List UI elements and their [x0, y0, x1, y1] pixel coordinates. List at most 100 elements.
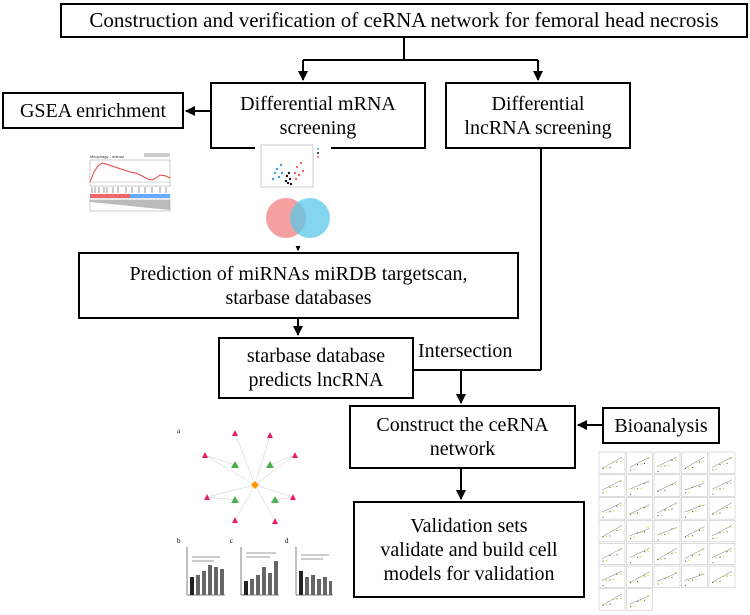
mini-plot-frame [598, 451, 626, 474]
mini-plot-point [640, 463, 642, 465]
mini-plot-point [667, 533, 670, 535]
mini-plot-point [605, 579, 608, 582]
mini-plot-point [691, 579, 694, 581]
mini-plot-point [712, 493, 714, 495]
mini-plot-frame [708, 474, 736, 497]
mini-plot-frame [653, 497, 681, 520]
mini-plot-point [719, 580, 721, 583]
mini-plot-point [612, 598, 615, 600]
mini-plot-point [674, 527, 677, 529]
mini-plot-point [729, 482, 732, 484]
mini-plot-point [657, 470, 659, 473]
mini-plot-point [609, 603, 611, 605]
mini-plot-point [674, 483, 677, 485]
mini-plot-point [612, 461, 615, 464]
mini-plot-point [729, 457, 732, 460]
mini-plot-point [698, 529, 701, 531]
mini-plot-point [715, 488, 718, 490]
mini-plot-point [667, 464, 670, 467]
mini-plot-point [719, 512, 721, 514]
mini-plot-point [722, 531, 725, 533]
mini-plot-point [640, 507, 642, 509]
mini-plot-point [643, 551, 646, 553]
mini-plot-trend-line [629, 547, 650, 558]
mini-plot-point [729, 574, 732, 577]
mini-plot-point [605, 511, 608, 513]
mini-plot-point [667, 484, 670, 486]
mini-plot-frame [681, 474, 708, 497]
mini-plot-frame [598, 542, 626, 565]
mini-plot-point [647, 574, 649, 577]
mini-plot-frame [598, 565, 626, 588]
mini-plot-frame [653, 451, 681, 474]
mini-plot-frame [653, 542, 681, 565]
mini-plot-point [726, 462, 728, 465]
mini-plot-point [609, 579, 611, 581]
lncrna-line-2: lncRNA screening [464, 116, 612, 139]
mini-plot-point [647, 457, 649, 460]
mini-plot-point [629, 469, 632, 471]
mini-plot-point [712, 581, 714, 584]
mini-plot-point [671, 459, 673, 462]
mini-plot-point [602, 492, 604, 494]
mini-plot-frame [681, 542, 708, 565]
mini-plot-point [616, 485, 618, 487]
mini-plot-frame [626, 520, 653, 543]
mini-plot-point [719, 488, 721, 490]
mini-plot-trend-line [656, 527, 678, 536]
mini-plot-trend-line [629, 571, 650, 583]
mini-plot-point [729, 550, 732, 552]
mini-plot-point [633, 513, 635, 515]
mini-plot-point [636, 532, 639, 534]
mini-plot-point [605, 467, 608, 469]
mini-plot-point [715, 557, 718, 559]
mini-plot-point [726, 575, 728, 577]
mini-plot-point [726, 551, 728, 553]
mini-plot-frame [653, 520, 681, 543]
mini-plot-point [671, 484, 673, 486]
mini-plot-point [698, 554, 701, 556]
panel-letter-d: d [285, 537, 289, 545]
mini-plot-trend-line [711, 525, 733, 537]
mini-plot-point [671, 508, 673, 510]
mini-plot-point [664, 509, 666, 511]
mini-plot-point [688, 511, 690, 513]
mini-plot-point [684, 536, 687, 538]
mini-plot-frame [626, 474, 653, 497]
gsea-plot-title: Mitophagy - animal [90, 154, 124, 159]
mini-plot-point [633, 537, 635, 539]
mini-plot-point [702, 460, 704, 463]
mini-plot-point [684, 516, 687, 518]
mini-plot-point [640, 600, 642, 602]
mini-plot-point [657, 539, 659, 541]
mini-plot-trend-line [656, 456, 678, 467]
mini-plot-point [684, 560, 687, 562]
mini-plot-point [722, 575, 725, 578]
mini-plot-point [636, 580, 639, 583]
mini-plot-point [702, 480, 704, 482]
mini-plot-frame [598, 474, 626, 497]
mini-plot-point [671, 576, 673, 579]
mini-plot-frame [681, 451, 708, 474]
mini-plot-trend-line [711, 502, 733, 515]
mini-plot-point [702, 505, 704, 507]
mini-plot-point [726, 531, 728, 533]
mini-plot-frame [626, 451, 653, 474]
mini-plot-point [619, 549, 622, 551]
mini-plot-point [719, 463, 721, 466]
mini-plot-point [698, 573, 701, 576]
cerna-line-1: Construct the ceRNA [376, 414, 549, 436]
mini-plot-trend-line [629, 456, 650, 468]
mini-plot-point [695, 578, 697, 581]
mini-plot-point [719, 532, 721, 534]
mini-plot-trend-line [711, 547, 733, 558]
mini-plot-point [616, 505, 618, 507]
validation-line-2: validate and build cell [380, 538, 558, 561]
mini-plot-trend-line [711, 456, 733, 468]
mini-plot-point [657, 515, 659, 517]
mini-plot-trend-line [656, 502, 678, 514]
mini-plot-frame [626, 497, 653, 520]
mini-plot-point [688, 579, 690, 582]
mini-plot-point [633, 468, 635, 471]
mini-plot-trend-line [684, 456, 705, 469]
